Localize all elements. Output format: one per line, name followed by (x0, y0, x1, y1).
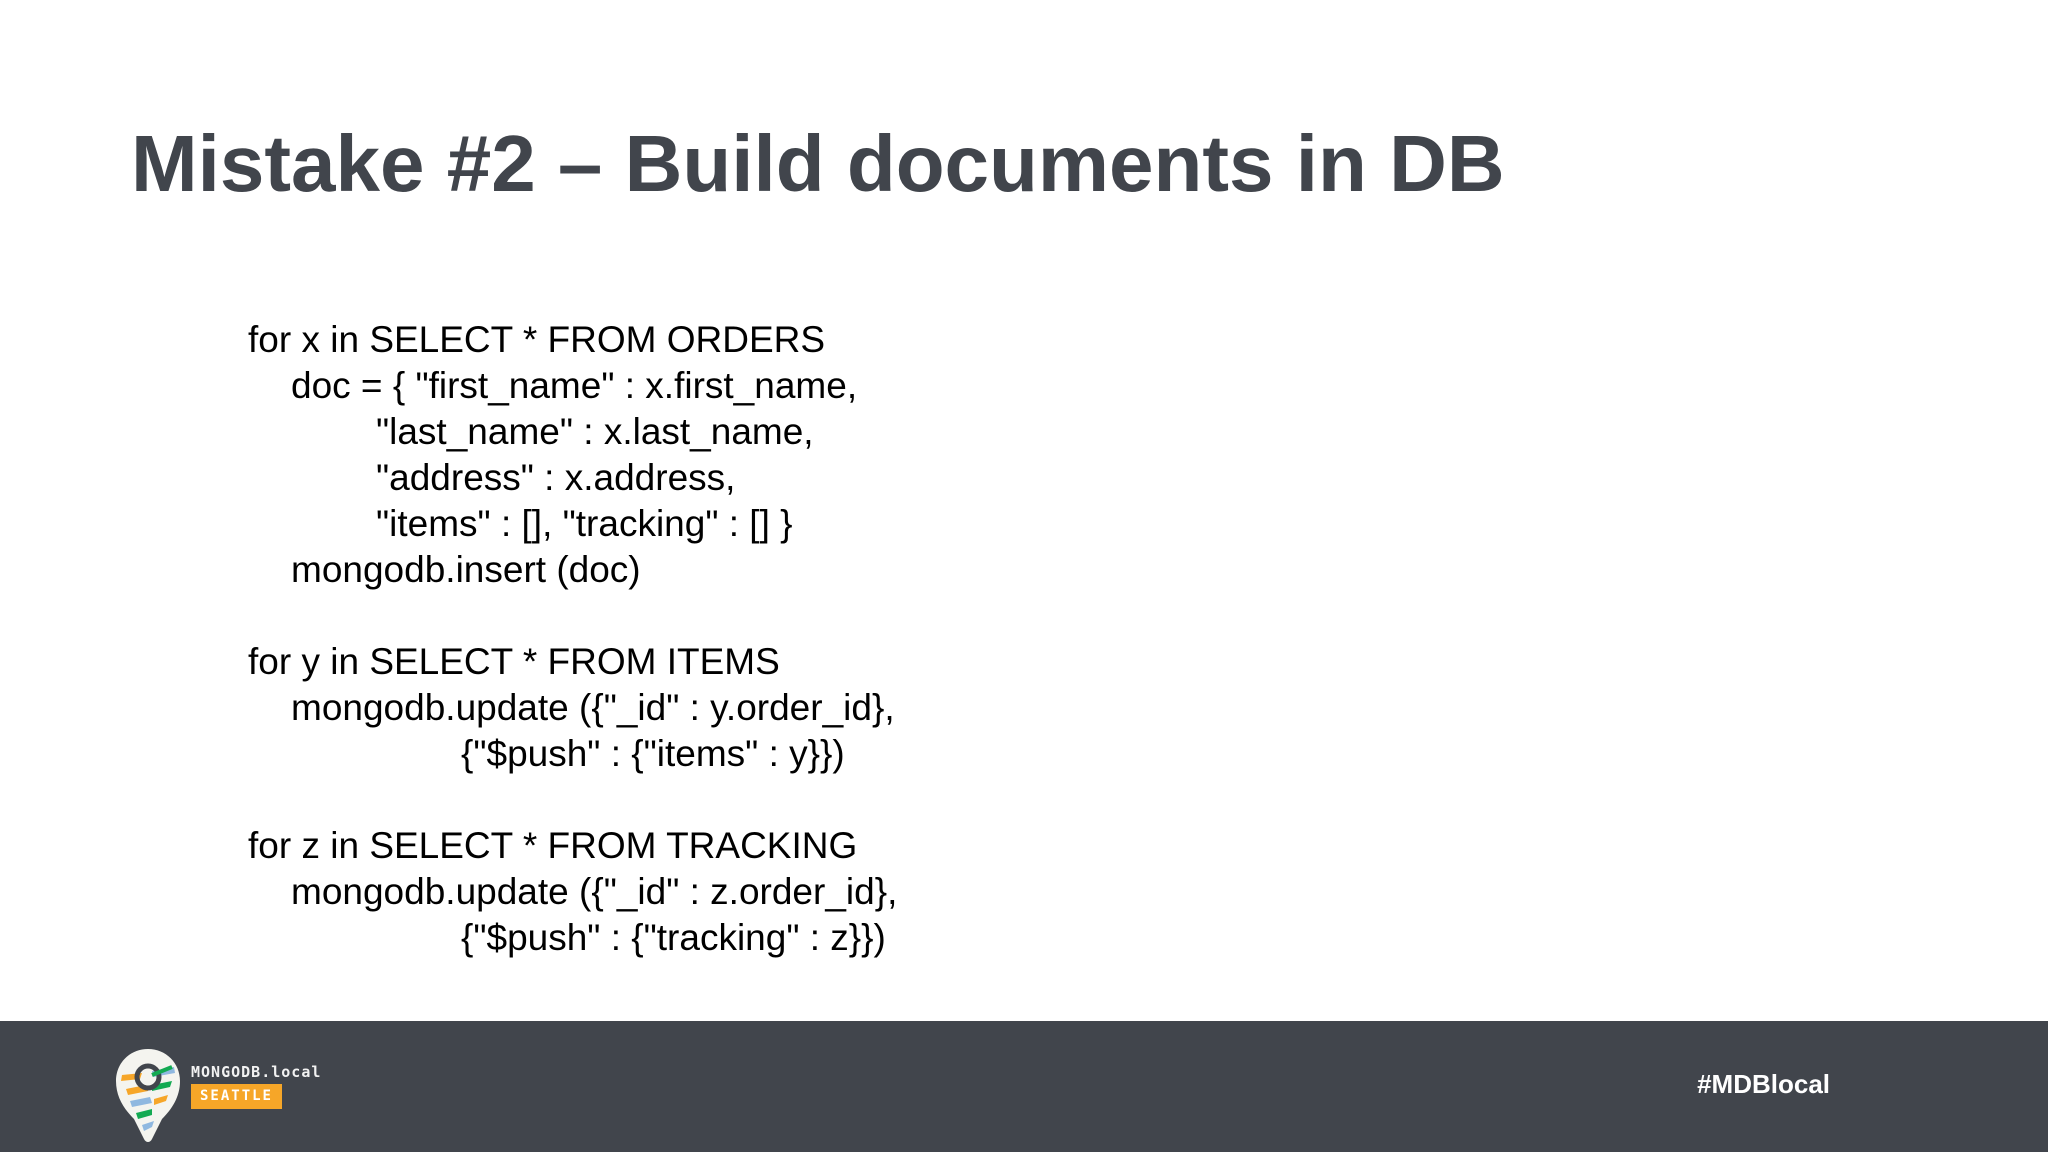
code-line: for z in SELECT * FROM TRACKING (248, 825, 858, 866)
event-logo-text: MONGODB.local (191, 1063, 322, 1081)
event-hashtag: #MDBlocal (1697, 1069, 1830, 1099)
code-line: "address" : x.address, (376, 457, 736, 498)
footer-bar: MONGODB.local SEATTLE #MDBlocal (0, 1021, 2048, 1152)
code-line: for x in SELECT * FROM ORDERS (248, 319, 826, 360)
slide-title: Mistake #2 – Build documents in DB (131, 119, 1505, 208)
code-line: mongodb.update ({"_id" : y.order_id}, (291, 687, 895, 728)
code-line: {"$push" : {"items" : y}}) (461, 733, 845, 774)
code-line: "items" : [], "tracking" : [] } (376, 503, 793, 544)
city-badge: SEATTLE (191, 1084, 282, 1109)
code-line: mongodb.update ({"_id" : z.order_id}, (291, 871, 898, 912)
code-line: {"$push" : {"tracking" : z}}) (461, 917, 886, 958)
code-line: "last_name" : x.last_name, (376, 411, 814, 452)
code-line: for y in SELECT * FROM ITEMS (248, 641, 780, 682)
code-line: mongodb.insert (doc) (291, 549, 641, 590)
mongodb-local-pin-logo-icon (116, 1049, 180, 1142)
code-line: doc = { "first_name" : x.first_name, (291, 365, 858, 406)
